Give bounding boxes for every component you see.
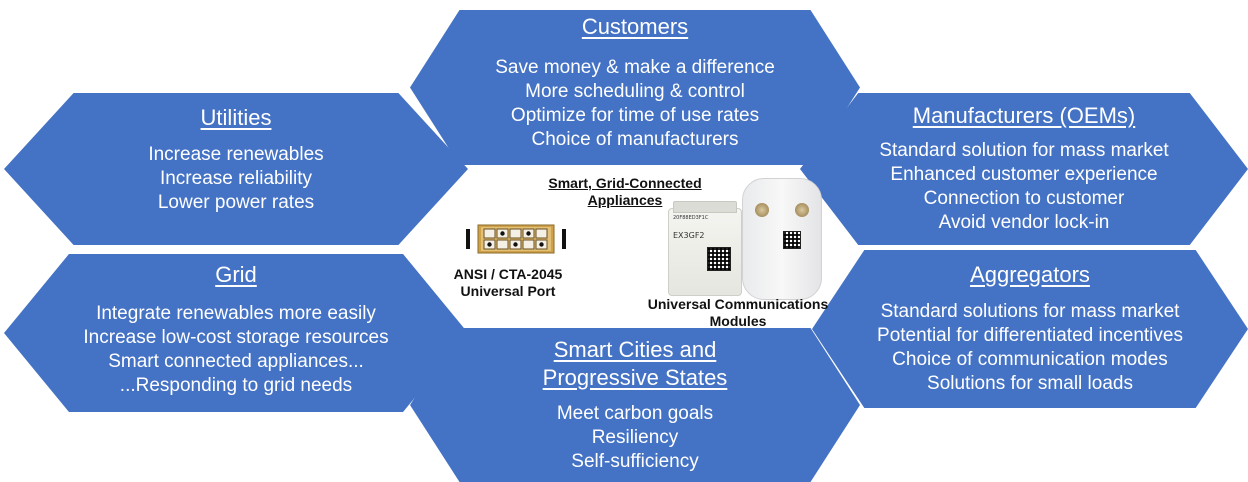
center-title-line: Appliances (587, 192, 663, 208)
benefit-line: Potential for differentiated incentives (877, 325, 1183, 346)
hexagon-lines: Increase renewables Increase reliability… (4, 143, 468, 215)
modules-label: Universal Communications Modules (638, 296, 838, 330)
modules-label-line: Universal Communications (647, 296, 829, 312)
benefit-line: Meet carbon goals (556, 403, 714, 424)
benefit-line: Save money & make a difference (495, 57, 775, 78)
benefit-line: Increase reliability (159, 168, 313, 189)
port-label: ANSI / CTA-2045 Universal Port (448, 266, 568, 300)
benefit-line: ...Responding to grid needs (119, 375, 353, 396)
hexagon-customers: Customers Save money & make a difference… (410, 10, 860, 165)
hexagon-title: Manufacturers (OEMs) (912, 103, 1136, 128)
hexagon-smart-cities: Smart Cities and Progressive States Meet… (410, 328, 860, 482)
qr-code-icon (707, 247, 731, 271)
benefit-line: Integrate renewables more easily (96, 303, 376, 324)
hexagon-title: Customers (581, 14, 689, 39)
hexagon-aggregators: Aggregators Standard solutions for mass … (812, 250, 1248, 408)
benefit-line: Connection to customer (923, 188, 1125, 209)
module-connector (673, 201, 737, 213)
cta-2045-port-icon (466, 224, 566, 254)
module-serial-text: 20F88ED3F1C (673, 215, 709, 221)
benefit-line: Resiliency (591, 427, 679, 448)
communications-module-small: 20F88ED3F1C EX3GF2 (668, 201, 742, 296)
communications-module-large (742, 178, 822, 300)
hexagon-lines: Standard solutions for mass market Poten… (812, 300, 1248, 396)
hexagon-title-line: Progressive States (542, 365, 728, 390)
benefit-line: Choice of manufacturers (531, 129, 739, 150)
benefit-line: Smart connected appliances... (108, 351, 364, 372)
benefit-line: Solutions for small loads (927, 373, 1133, 394)
benefit-line: Increase low-cost storage resources (83, 327, 389, 348)
modules-label-line: Modules (709, 313, 767, 329)
hexagon-lines: Integrate renewables more easily Increas… (4, 302, 468, 398)
port-label-line: Universal Port (460, 283, 556, 299)
screw-icon (755, 203, 769, 217)
benefit-line: Optimize for time of use rates (510, 105, 760, 126)
benefit-line: Choice of communication modes (892, 349, 1168, 370)
benefit-line: Standard solution for mass market (879, 140, 1169, 161)
benefit-line: Standard solutions for mass market (880, 301, 1180, 322)
benefit-line: Self-sufficiency (571, 451, 699, 472)
hexagon-lines: Save money & make a difference More sche… (410, 56, 860, 152)
hexagon-title: Aggregators (970, 262, 1090, 287)
screw-icon (795, 203, 809, 217)
hexagon-lines: Standard solution for mass market Enhanc… (800, 139, 1248, 235)
qr-code-icon (783, 231, 801, 249)
hexagon-utilities: Utilities Increase renewables Increase r… (4, 93, 468, 245)
benefit-line: Enhanced customer experience (890, 164, 1158, 185)
benefit-line: Avoid vendor lock-in (938, 212, 1110, 233)
hexagon-grid: Grid Integrate renewables more easily In… (4, 254, 468, 412)
center-title: Smart, Grid-Connected Appliances (500, 175, 750, 209)
benefit-line: Increase renewables (148, 144, 324, 165)
hexagon-title: Smart Cities and Progressive States (410, 336, 860, 392)
port-label-line: ANSI / CTA-2045 (453, 266, 563, 282)
hexagon-manufacturers: Manufacturers (OEMs) Standard solution f… (800, 93, 1248, 245)
hexagon-title-line: Smart Cities and (553, 337, 717, 362)
center-title-line: Smart, Grid-Connected (548, 175, 702, 191)
benefit-line: More scheduling & control (525, 81, 745, 102)
module-model-text: EX3GF2 (673, 231, 705, 240)
hexagon-title: Utilities (200, 105, 272, 130)
hexagon-lines: Meet carbon goals Resiliency Self-suffic… (410, 402, 860, 474)
hexagon-title: Grid (215, 262, 257, 287)
benefit-line: Lower power rates (157, 192, 315, 213)
